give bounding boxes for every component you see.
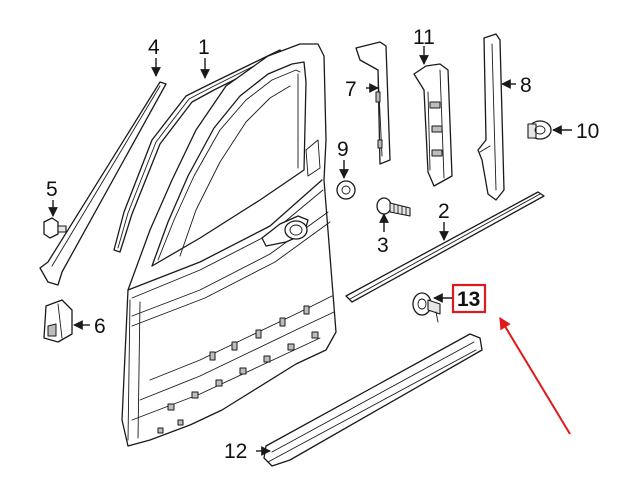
door-handle [261,215,309,247]
part-11-channel [413,63,453,187]
callout-5: 5 [46,178,58,201]
callout-4: 4 [148,36,160,59]
part-5-clip [43,217,67,239]
highlight-arrow [499,316,571,435]
callout-12: 12 [224,440,247,463]
callout-1: 1 [198,36,210,59]
callout-numbers: 1 2 3 4 5 6 7 8 9 10 11 12 13 [46,26,599,463]
callout-8: 8 [520,74,532,97]
part-2-belt-moulding [345,191,545,303]
callout-9: 9 [337,138,349,161]
callout-7: 7 [345,78,357,101]
callout-6: 6 [94,315,106,338]
part-8-b-pillar [477,33,505,201]
part-9-grommet [336,180,356,200]
callout-2: 2 [438,200,450,223]
callout-3: 3 [377,234,389,257]
door-bottom-clips [157,305,319,434]
callout-13: 13 [457,288,480,311]
callout-10: 10 [576,120,599,143]
leader-lines [48,46,572,456]
callout-11: 11 [413,26,435,49]
part-3-bolt [376,197,411,217]
part-13-fastener [412,292,441,323]
door-shell [121,43,337,447]
part-10-clip [527,120,552,140]
part-7-pillar-applique [355,41,391,165]
part-12-cladding [263,333,483,467]
highlight-box [451,283,487,314]
part-4-pillar-trim [39,81,167,286]
part-6-trim-cap [43,299,73,343]
